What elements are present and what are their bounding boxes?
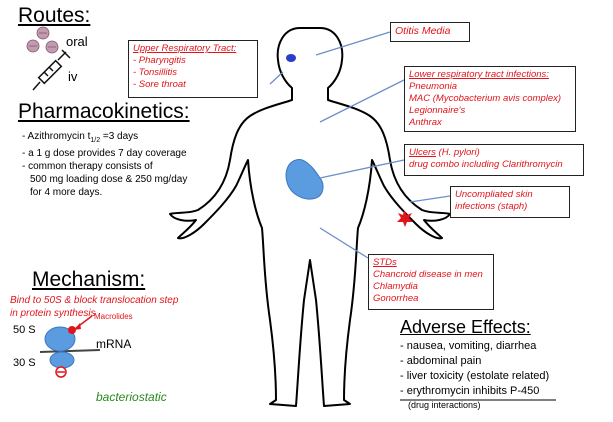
stds-item-chlamydia: Chlamydia xyxy=(373,281,418,292)
box-ulcers: Ulcers (H. pylori) drug combo including … xyxy=(404,144,584,176)
stds-item-gonorrhea: Gonorrhea xyxy=(373,293,419,304)
macrolide-dot xyxy=(68,326,76,334)
otitis-title: Otitis Media xyxy=(395,25,451,37)
pk-line-halflife: - Azithromycin t1/2 =3 days xyxy=(22,131,139,144)
adverse-effects-list: - nausea, vomiting, diarrhea - abdominal… xyxy=(400,339,549,412)
routes-heading: Routes: xyxy=(18,4,91,27)
adverse-item-nausea: - nausea, vomiting, diarrhea xyxy=(400,340,537,352)
ribosome-30s xyxy=(49,351,75,369)
label-bacteriostatic: bacteriostatic xyxy=(96,390,167,404)
ulcers-line-2: drug combo including Clarithromycin xyxy=(409,159,563,170)
adverse-item-liver: - liver toxicity (estolate related) xyxy=(400,370,550,382)
adverse-note-drug-interactions: (drug interactions) xyxy=(408,400,481,410)
pk-line-dose: - a 1 g dose provides 7 day coverage xyxy=(22,148,187,159)
stds-item-chancroid: Chancroid disease in men xyxy=(373,269,483,280)
mechanism-desc-2: in protein synthesis xyxy=(10,308,96,319)
pharmacokinetics-list: - Azithromycin t1/2 =3 days - a 1 g dose… xyxy=(22,130,187,199)
lrt-item-pneumonia: Pneumonia xyxy=(409,81,458,92)
stds-title: STDs xyxy=(373,257,397,268)
stomach-shape xyxy=(285,158,324,200)
route-iv-label: iv xyxy=(68,69,78,84)
box-stds: STDs Chancroid disease in men Chlamydia … xyxy=(368,254,494,310)
mechanism-heading: Mechanism: xyxy=(32,268,146,291)
mechanism-desc-1: Bind to 50S & block translocation step xyxy=(10,295,179,306)
pk-line-loading: 500 mg loading dose & 250 mg/day xyxy=(30,174,188,185)
box-otitis-media: Otitis Media xyxy=(390,22,470,42)
label-macrolides: Macrolides xyxy=(94,312,133,321)
human-body-outline xyxy=(169,27,451,407)
box-skin-infections: Uncompliated skin infections (staph) xyxy=(450,186,570,218)
skin-line-1: Uncompliated skin xyxy=(455,189,533,200)
box-upper-respiratory: Upper Respiratory Tract: - Pharyngitis -… xyxy=(128,40,258,98)
label-mrna: mRNA xyxy=(96,337,132,351)
urt-item-tonsillitis: - Tonsillitis xyxy=(133,67,177,78)
syringe-icon xyxy=(32,49,71,91)
adverse-effects-heading: Adverse Effects: xyxy=(400,317,531,337)
ulcers-line-1: Ulcers (H. pylori) xyxy=(409,147,480,158)
pk-line-therapy: - common therapy consists of xyxy=(22,161,153,172)
lrt-title: Lower respiratory tract infections: xyxy=(409,69,549,80)
skin-infection-marker xyxy=(397,210,413,227)
pills-icon xyxy=(26,26,59,54)
mouth-marker xyxy=(286,54,296,62)
urt-item-sore-throat: - Sore throat xyxy=(133,79,186,90)
urt-title: Upper Respiratory Tract: xyxy=(133,43,237,54)
urt-item-pharyngitis: - Pharyngitis xyxy=(133,55,186,66)
route-oral-label: oral xyxy=(66,34,88,49)
skin-line-2: infections (staph) xyxy=(455,201,528,212)
lrt-item-mac: MAC (Mycobacterium avis complex) xyxy=(409,93,562,104)
ribosome-50s xyxy=(44,326,76,352)
adverse-item-abdominal: - abdominal pain xyxy=(400,355,482,367)
adverse-item-p450: - erythromycin inhibits P-450 xyxy=(400,385,540,397)
pk-line-more-days: for 4 more days. xyxy=(30,187,103,198)
box-lower-respiratory: Lower respiratory tract infections: Pneu… xyxy=(404,66,576,132)
lrt-item-legionnaires: Legionnaire's xyxy=(409,105,466,116)
label-30s: 30 S xyxy=(13,357,36,369)
label-50s: 50 S xyxy=(13,324,36,336)
ribosome-diagram xyxy=(39,315,101,378)
lrt-item-anthrax: Anthrax xyxy=(409,117,442,128)
pharmacokinetics-heading: Pharmacokinetics: xyxy=(18,100,190,123)
connector-lines xyxy=(269,31,451,259)
